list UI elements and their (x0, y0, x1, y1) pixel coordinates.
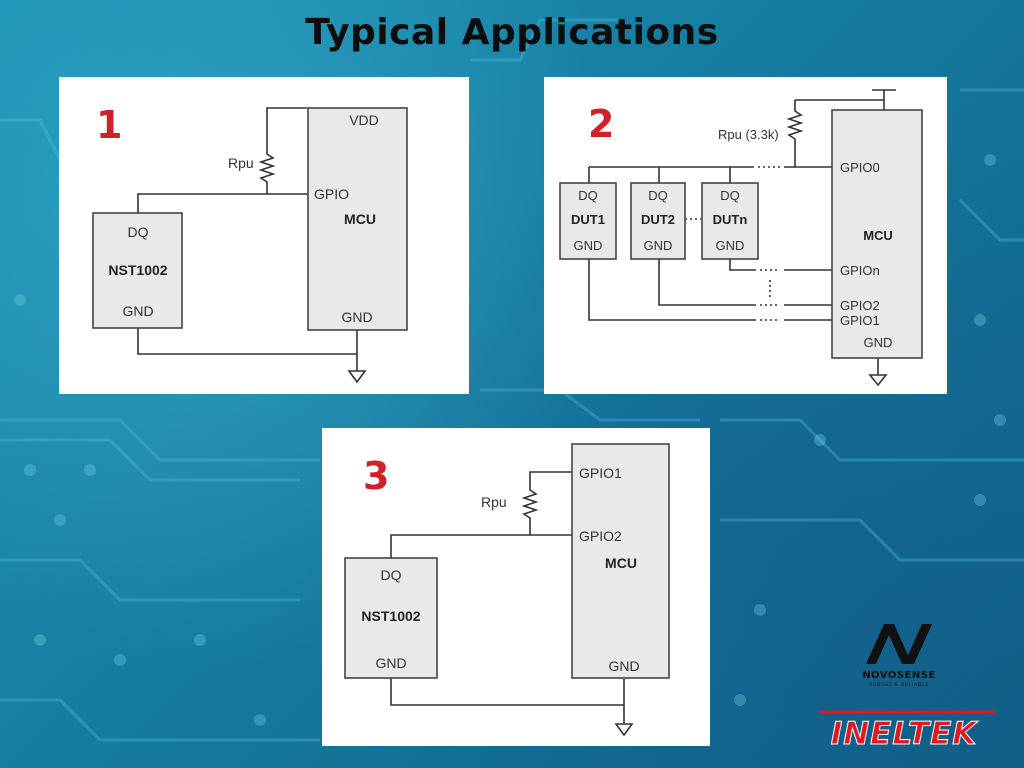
circuit-diagram-3: 3 GPIO1 GPIO2 MCU GND Rpu DQ NST1002 GND (344, 443, 670, 737)
mcu-label: MCU (605, 555, 637, 571)
gpio2-pin-label: GPIO2 (840, 298, 880, 313)
dut-n-gnd-label: GND (716, 238, 745, 253)
dut-2-gnd-label: GND (644, 238, 673, 253)
brand-logos: NOVOSENSE ROBUST & RELIABLE INELTEK (820, 624, 996, 753)
dut-2-name: DUT2 (641, 212, 675, 227)
dut-2-chip (630, 182, 686, 260)
nst1002-sensor-chip (344, 557, 438, 679)
gpio0-pin-label: GPIO0 (840, 160, 880, 175)
pullup-resistor-label: Rpu (228, 155, 254, 171)
sensor-name-label: NST1002 (108, 262, 167, 278)
sensor-gnd-pin-label: GND (122, 303, 153, 319)
dut-1-gnd-label: GND (574, 238, 603, 253)
dq-pin-label: DQ (381, 567, 402, 583)
dut-1-chip (559, 182, 617, 260)
panel-3-gpio-powered-circuit: 3 GPIO1 GPIO2 MCU GND Rpu DQ NST1002 GND (322, 428, 710, 746)
ineltek-name: INELTEK (831, 716, 979, 752)
ground-symbol (347, 370, 367, 384)
gpio-pin-label: GPIO (314, 186, 349, 202)
mcu-chip (571, 443, 670, 679)
sensor-name-label: NST1002 (361, 608, 420, 624)
ground-symbol (868, 374, 888, 387)
novosense-tagline: ROBUST & RELIABLE (869, 682, 929, 688)
slide-title: Typical Applications (305, 12, 719, 53)
novosense-name: NOVOSENSE (862, 670, 936, 681)
novosense-logo: NOVOSENSE ROBUST & RELIABLE (862, 624, 936, 688)
mcu-gnd-pin-label: GND (608, 658, 639, 674)
ineltek-logo: INELTEK (820, 710, 996, 753)
gpio2-pin-label: GPIO2 (579, 528, 622, 544)
dut-n-chip (701, 182, 759, 260)
dut-2-dq-label: DQ (648, 188, 668, 203)
gpio1-pin-label: GPIO1 (579, 465, 622, 481)
vdd-pin-label: VDD (349, 112, 379, 128)
mcu-gnd-pin-label: GND (864, 335, 893, 350)
pullup-resistor-label: Rpu (3.3k) (718, 127, 779, 142)
dq-pin-label: DQ (128, 224, 149, 240)
mcu-gnd-pin-label: GND (341, 309, 372, 325)
panel-number: 3 (363, 454, 389, 498)
ground-symbol (614, 723, 634, 737)
pullup-resistor-label: Rpu (481, 494, 507, 510)
mcu-label: MCU (344, 211, 376, 227)
nst1002-sensor-chip (92, 212, 183, 329)
mcu-chip (307, 107, 408, 331)
panel-2-multi-dut-circuit: 2 GPIO0 MCU GPIOn G (544, 77, 947, 394)
panel-1-single-sensor-circuit: 1 VDD GPIO MCU GND Rpu DQ NST1002 GND (59, 77, 469, 394)
panel-number: 2 (588, 102, 614, 146)
mcu-label: MCU (863, 228, 893, 243)
gpion-pin-label: GPIOn (840, 263, 880, 278)
circuit-diagram-2: 2 GPIO0 MCU GPIOn G (559, 89, 923, 387)
dut-n-name: DUTn (713, 212, 748, 227)
circuit-diagram-1: 1 VDD GPIO MCU GND Rpu DQ NST1002 GND (92, 103, 408, 384)
dut-1-name: DUT1 (571, 212, 605, 227)
panel-number: 1 (96, 103, 122, 147)
gpio1-pin-label: GPIO1 (840, 313, 880, 328)
dut-n-dq-label: DQ (720, 188, 740, 203)
sensor-gnd-pin-label: GND (375, 655, 406, 671)
mcu-chip (831, 109, 923, 359)
dut-1-dq-label: DQ (578, 188, 598, 203)
